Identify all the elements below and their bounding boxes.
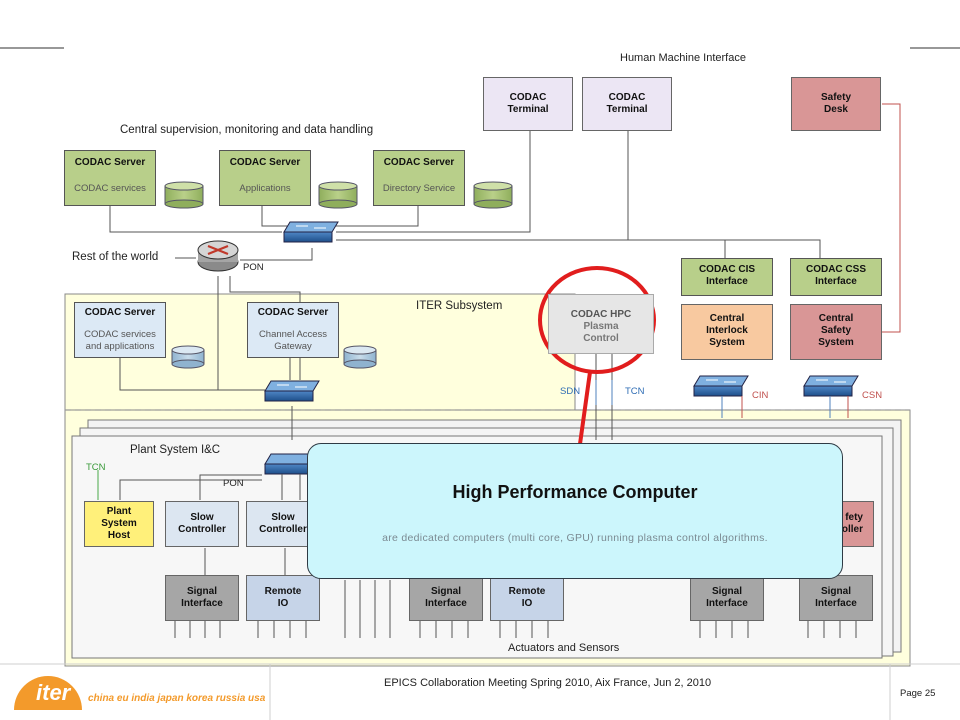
server-sub2: Gateway: [274, 341, 312, 352]
hpc-highlight-circle: [538, 266, 656, 374]
codac-cis-interface: CODAC CIS Interface: [681, 258, 773, 296]
remote-line2: IO: [521, 598, 533, 609]
terminal-line2: Terminal: [507, 104, 549, 115]
signal-line1: Signal: [711, 586, 742, 597]
terminal-line2: Terminal: [606, 104, 648, 115]
host-line1: Plant: [106, 506, 132, 517]
pon-label-top: PON: [243, 262, 264, 273]
central-supervision-label: Central supervision, monitoring and data…: [120, 124, 374, 136]
terminal-line1: CODAC: [509, 92, 547, 103]
plant-system-label: Plant System I&C: [130, 444, 221, 456]
pon-label-plant: PON: [223, 478, 244, 489]
hpc-callout: High Performance Computer are dedicated …: [307, 443, 843, 579]
hpc-line3: Control: [583, 333, 619, 344]
actuators-label: Actuators and Sensors: [508, 642, 620, 654]
server-title: CODAC Server: [74, 157, 146, 168]
css-line2: Interface: [815, 276, 857, 287]
csn-label: CSN: [862, 390, 883, 401]
signal-line2: Interface: [425, 598, 467, 609]
signal-line2: Interface: [815, 598, 857, 609]
safety-line1: Central: [818, 313, 854, 324]
remote-io-2: Remote IO: [490, 575, 564, 621]
terminal-line1: CODAC: [608, 92, 646, 103]
interlock-line2: Interlock: [706, 325, 748, 336]
safety-line3: System: [818, 337, 854, 348]
codac-hpc-box: CODAC HPC Plasma Control: [548, 294, 654, 354]
meeting-footer: EPICS Collaboration Meeting Spring 2010,…: [384, 677, 712, 689]
slow-controller-1: Slow Controller: [165, 501, 239, 547]
database-cylinders-top: [164, 181, 513, 369]
central-safety-system: Central Safety System: [790, 304, 882, 360]
callout-title: High Performance Computer: [452, 482, 698, 502]
hpc-line2: Plasma: [583, 321, 619, 332]
codac-server-gateway: CODAC Server Channel Access Gateway: [247, 302, 339, 358]
rest-of-world-label: Rest of the world: [72, 251, 159, 263]
callout-description: are dedicated computers (multi core, GPU…: [382, 532, 768, 544]
iter-subsystem-label: ITER Subsystem: [416, 300, 503, 312]
signal-interface-1: Signal Interface: [165, 575, 239, 621]
css-line1: CODAC CSS: [805, 264, 866, 275]
slow-line2: Controller: [178, 524, 226, 535]
host-line3: Host: [107, 530, 131, 541]
signal-line2: Interface: [706, 598, 748, 609]
signal-line1: Signal: [430, 586, 461, 597]
server-sub2: and applications: [85, 341, 155, 352]
remote-line1: Remote: [264, 586, 302, 597]
cis-line1: CODAC CIS: [698, 264, 756, 275]
slow-line1: Slow: [271, 512, 295, 523]
server-title: CODAC Server: [383, 157, 455, 168]
server-sub1: CODAC services: [84, 329, 156, 340]
remote-line2: IO: [277, 598, 289, 609]
hmi-label: Human Machine Interface: [620, 52, 746, 64]
server-sub: Directory Service: [382, 183, 456, 194]
codac-css-interface: CODAC CSS Interface: [790, 258, 882, 296]
codac-server-services: CODAC Server CODAC services: [64, 150, 156, 206]
remote-line1: Remote: [508, 586, 546, 597]
slow-line1: Slow: [190, 512, 214, 523]
interlock-line3: System: [709, 337, 745, 348]
server-title: CODAC Server: [84, 307, 156, 318]
hpc-pointer-line: [578, 371, 592, 445]
signal-interface-4: Signal Interface: [799, 575, 873, 621]
server-sub: CODAC services: [74, 183, 146, 194]
network-switches: [264, 221, 859, 475]
codac-terminal-2: CODAC Terminal: [582, 77, 672, 131]
remote-io-1: Remote IO: [246, 575, 320, 621]
server-sub: Applications: [239, 183, 291, 194]
page-number: Page 25: [900, 688, 936, 699]
slow-line2: Controller: [259, 524, 307, 535]
server-sub1: Channel Access: [258, 329, 328, 340]
safety-desk-line1: Safety: [820, 92, 851, 103]
hpc-line1: CODAC HPC: [570, 309, 632, 320]
cis-line2: Interface: [706, 276, 748, 287]
safety-line2: Safety: [820, 325, 851, 336]
interlock-line1: Central: [709, 313, 745, 324]
signal-line2: Interface: [181, 598, 223, 609]
codac-terminal-1: CODAC Terminal: [483, 77, 573, 131]
central-interlock-system: Central Interlock System: [681, 304, 773, 360]
safety-desk-line2: Desk: [824, 104, 848, 115]
partner-countries: china eu india japan korea russia usa: [88, 693, 266, 704]
plant-system-host: Plant System Host: [84, 501, 154, 547]
signal-interface-3: Signal Interface: [690, 575, 764, 621]
sdn-label: SDN: [560, 386, 581, 397]
safety-ctrl-line2: oller: [841, 524, 863, 535]
signal-interface-2: Signal Interface: [409, 575, 483, 621]
codac-server-applications: CODAC Server Applications: [219, 150, 311, 206]
safety-desk: Safety Desk: [791, 77, 881, 131]
server-title: CODAC Server: [257, 307, 329, 318]
codac-server-directory: CODAC Server Directory Service: [373, 150, 465, 206]
tcn-label-plant: TCN: [86, 462, 106, 473]
signal-line1: Signal: [186, 586, 217, 597]
safety-ctrl-line1: fety: [845, 512, 863, 523]
router-icon: [197, 240, 239, 272]
tcn-label-hpc: TCN: [625, 386, 645, 397]
signal-line1: Signal: [820, 586, 851, 597]
server-title: CODAC Server: [229, 157, 301, 168]
codac-server-sub-services: CODAC Server CODAC services and applicat…: [74, 302, 166, 358]
host-line2: System: [101, 518, 137, 529]
logo-text: iter: [36, 680, 71, 705]
cin-label: CIN: [752, 390, 769, 401]
